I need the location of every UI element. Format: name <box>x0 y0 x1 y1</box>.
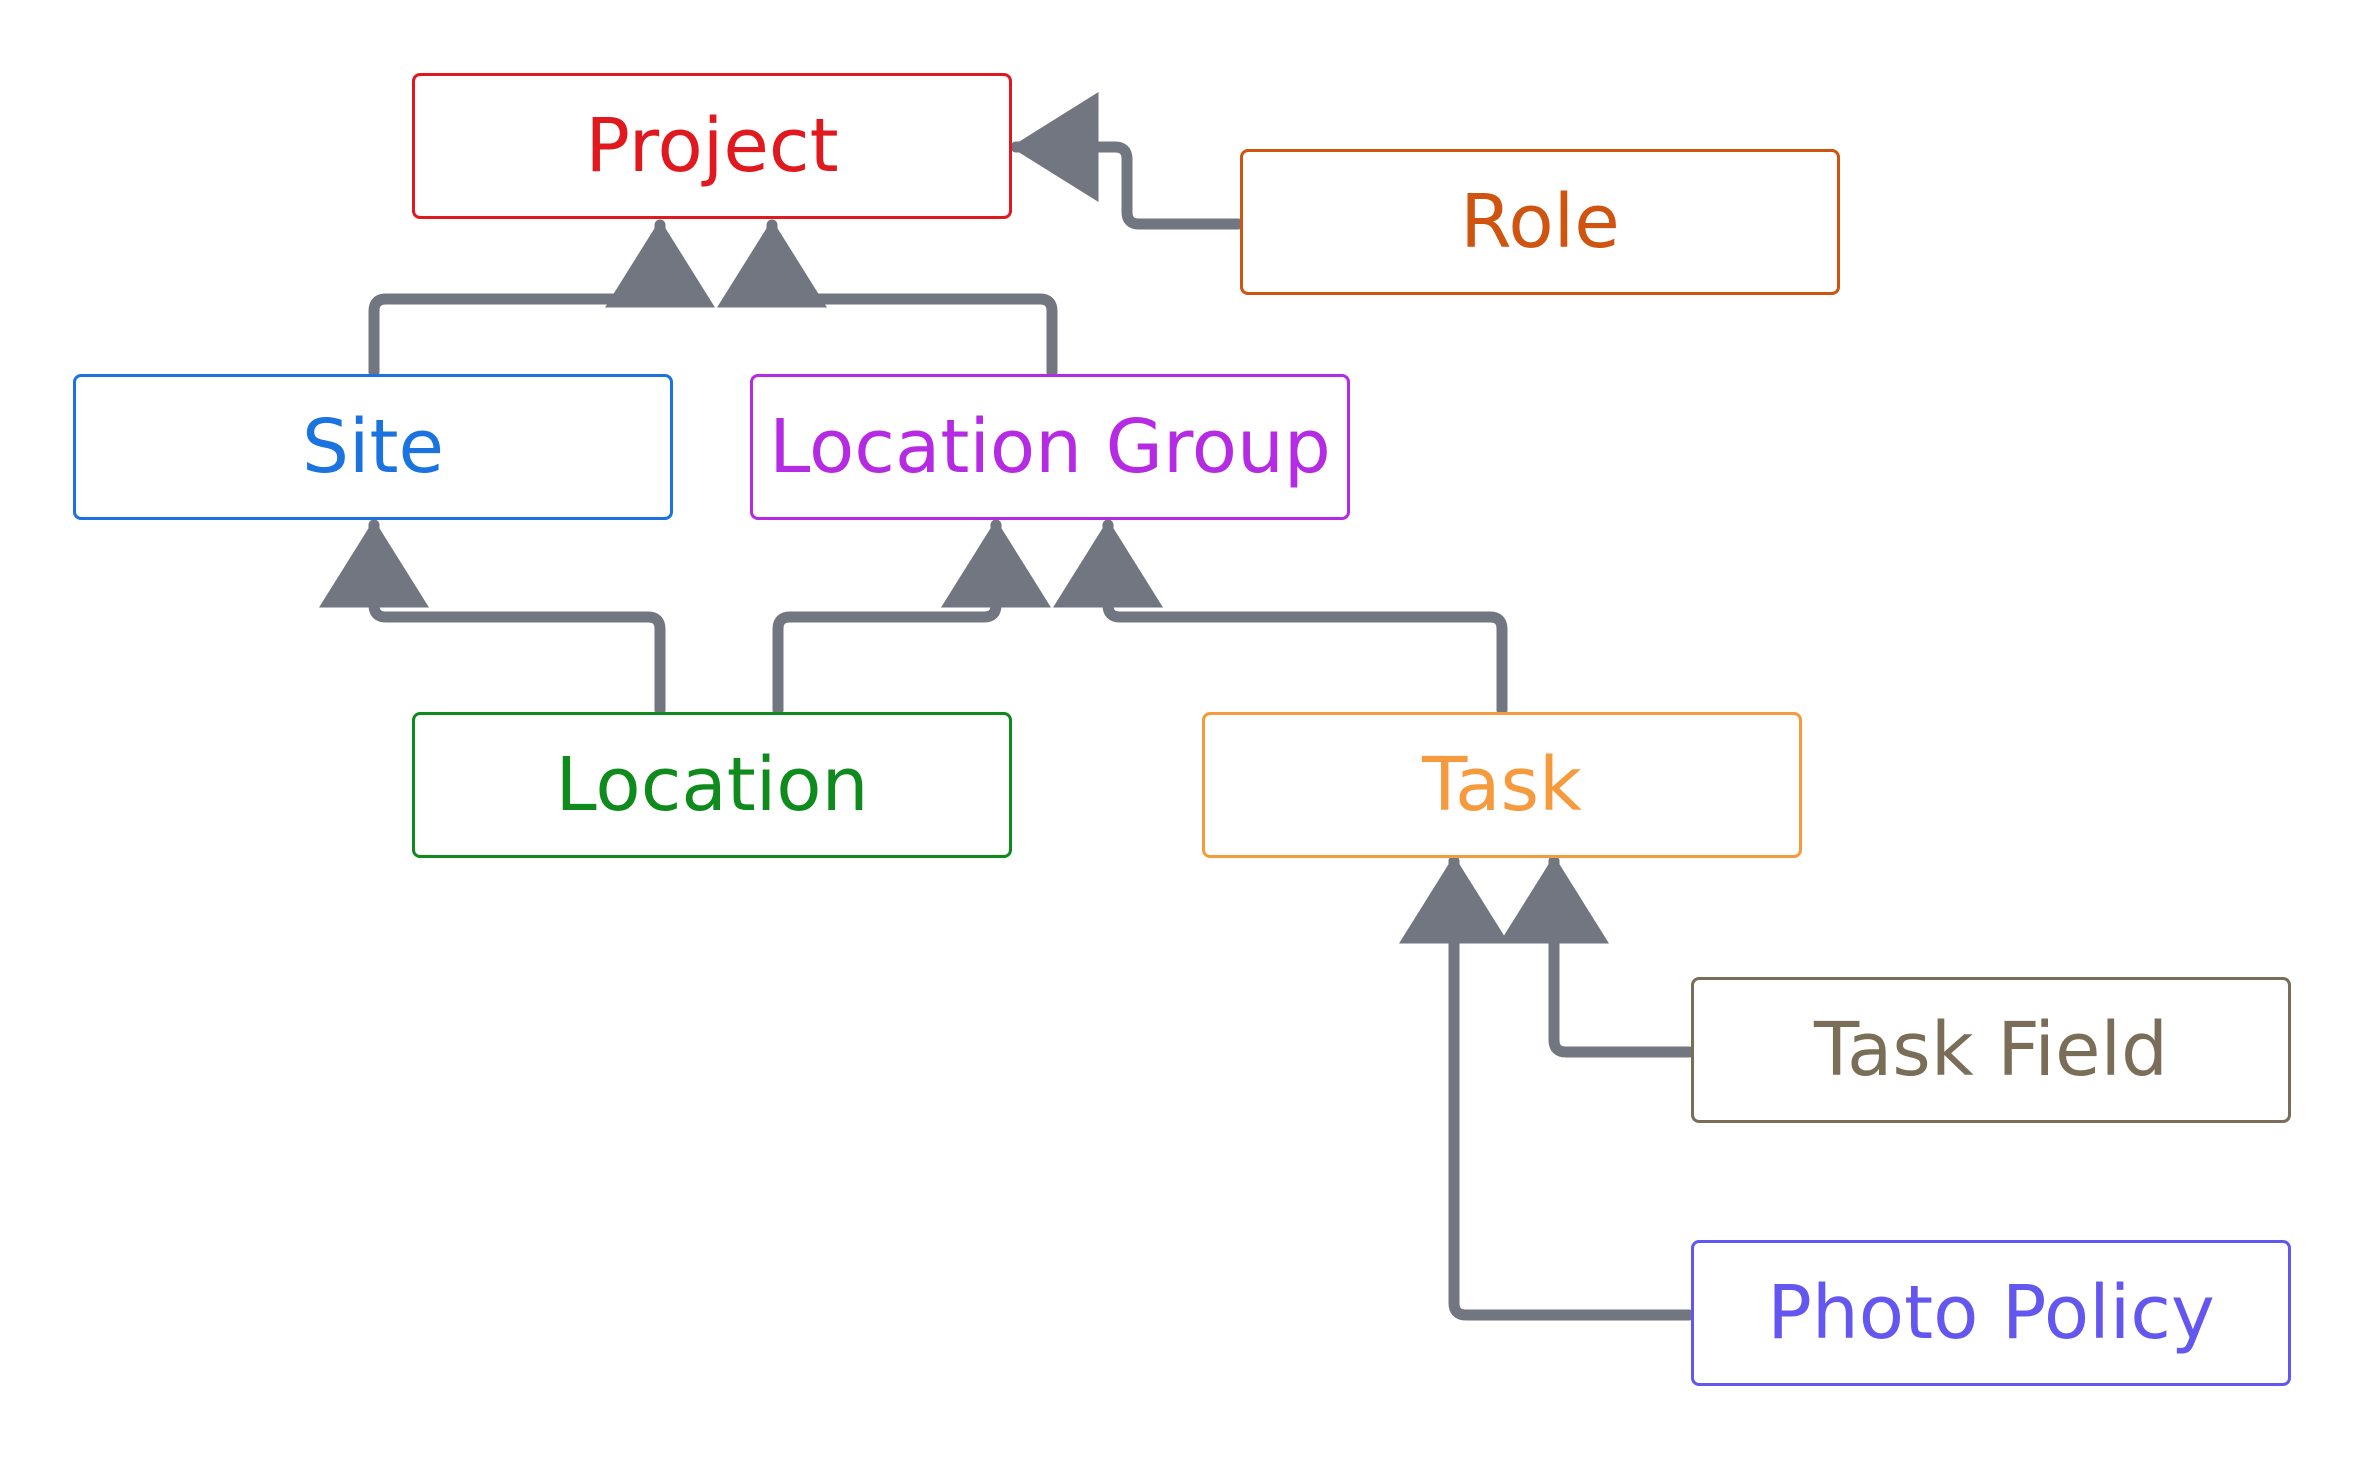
role-label: Role <box>1460 179 1620 265</box>
location-group-label: Location Group <box>769 404 1331 490</box>
photo-policy-label: Photo Policy <box>1767 1270 2215 1356</box>
arrow-task-field-to-task <box>1499 855 1695 1058</box>
arrow-location-to-site <box>319 519 666 716</box>
site-node: Site <box>73 374 673 520</box>
location-node: Location <box>412 712 1012 858</box>
arrow-role-to-project <box>1010 92 1244 230</box>
photo-policy-node: Photo Policy <box>1691 1240 2291 1386</box>
task-node: Task <box>1202 712 1802 858</box>
arrow-task-to-location-group <box>1053 519 1508 716</box>
site-label: Site <box>301 404 445 490</box>
arrow-site-to-project <box>368 219 715 378</box>
project-node: Project <box>412 73 1012 219</box>
task-label: Task <box>1422 742 1582 828</box>
location-group-node: Location Group <box>750 374 1350 520</box>
task-field-node: Task Field <box>1691 977 2291 1123</box>
arrow-location-to-location-group <box>772 519 1051 716</box>
role-node: Role <box>1240 149 1840 295</box>
project-label: Project <box>585 103 839 189</box>
arrow-location-group-to-project <box>717 219 1058 378</box>
task-field-label: Task Field <box>1813 1007 2169 1093</box>
location-label: Location <box>555 742 869 828</box>
arrow-photo-policy-to-task <box>1399 855 1695 1321</box>
